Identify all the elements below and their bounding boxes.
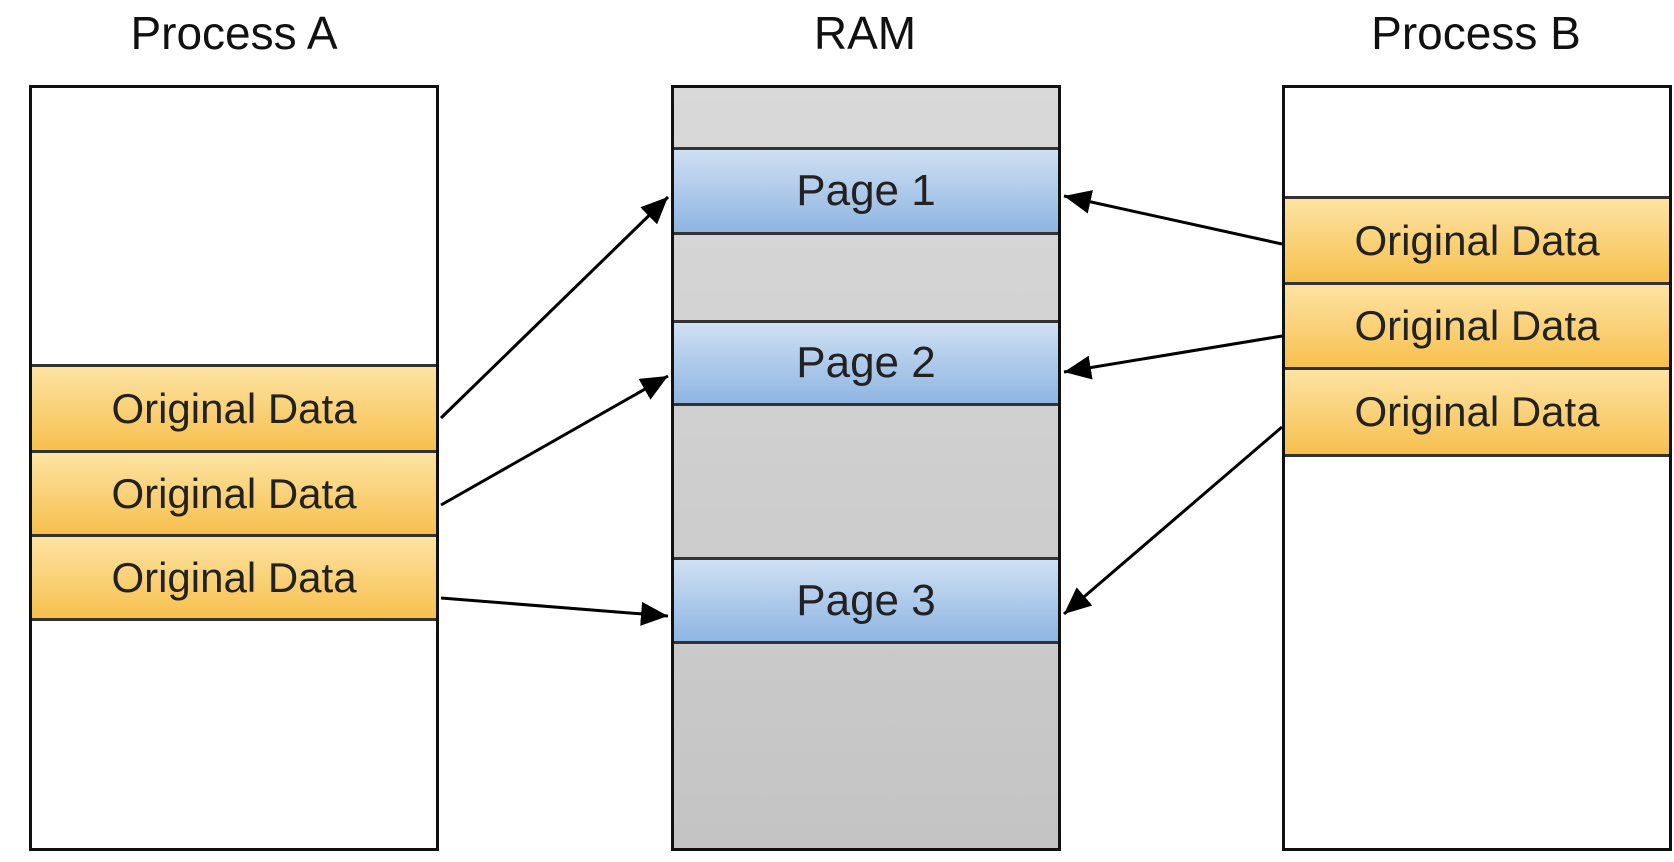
process-a-original-data-1: Original Data xyxy=(32,364,436,453)
ram-title: RAM xyxy=(813,7,917,59)
process-a-title: Process A xyxy=(130,7,338,59)
arrow-b3-to-page3 xyxy=(1063,425,1283,616)
ram-memory: Page 1 Page 2 Page 3 xyxy=(671,85,1061,851)
arrow-a3-to-page3 xyxy=(440,596,669,626)
arrow-a2-to-page2 xyxy=(440,374,669,507)
arrow-a1-to-page1 xyxy=(439,195,670,420)
process-a-original-data-3: Original Data xyxy=(32,534,436,621)
arrow-b1-to-page1 xyxy=(1063,190,1283,246)
process-a-original-data-2: Original Data xyxy=(32,450,436,537)
process-a-memory: Original Data Original Data Original Dat… xyxy=(29,85,439,851)
ram-page-1: Page 1 xyxy=(674,147,1058,235)
ram-page-2: Page 2 xyxy=(674,320,1058,406)
arrow-b2-to-page2 xyxy=(1063,334,1283,380)
process-b-title: Process B xyxy=(1371,7,1581,59)
process-b-memory: Original Data Original Data Original Dat… xyxy=(1282,85,1672,851)
process-b-original-data-3: Original Data xyxy=(1285,367,1669,457)
ram-page-3: Page 3 xyxy=(674,557,1058,644)
